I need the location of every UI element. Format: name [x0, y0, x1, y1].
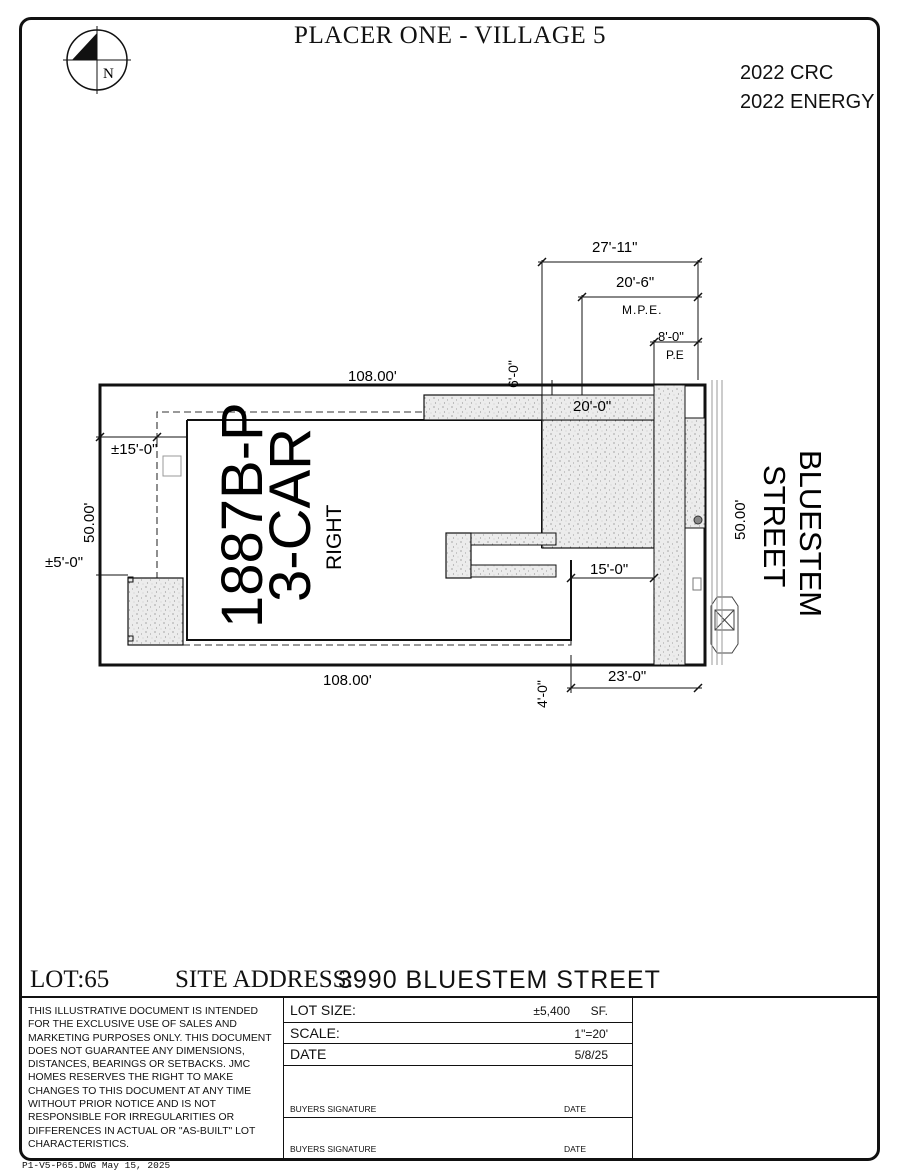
dim-lot-top: 108.00' [348, 368, 397, 385]
page-title: PLACER ONE - VILLAGE 5 [294, 22, 606, 49]
dimension-ticks [95, 257, 703, 693]
setback-line-3 [570, 577, 655, 665]
north-arrow-icon: N [63, 26, 131, 94]
dim-lot-left: 50.00' [81, 502, 98, 543]
dim-5-0: ±5'-0" [45, 554, 83, 571]
ac-pad [162, 455, 182, 477]
date-label: DATE [290, 1046, 327, 1062]
house-wall-bottom [186, 420, 572, 641]
dim-lot-right: 50.00' [732, 499, 749, 540]
title-block: LOT SIZE: ±5,400 SF. SCALE: 1"=20' DATE … [283, 998, 633, 1158]
date-value: 5/8/25 [574, 1048, 608, 1062]
parkway-strip [653, 384, 686, 666]
drawing-file-label: P1-V5-P65.DWG May 15, 2025 [22, 1160, 171, 1171]
orientation-label: RIGHT [323, 505, 346, 571]
buyers-signature-label-1: BUYERS SIGNATURE [290, 1104, 377, 1114]
transformer-icon [710, 596, 739, 654]
dim-15-0-left: ±15'-0" [111, 441, 157, 458]
site-address-label: SITE ADDRESS: [175, 966, 354, 993]
dim-27-11: 27'-11" [592, 239, 637, 256]
dim-8-0: 8'-0" [658, 329, 684, 344]
street-name: BLUESTEM [793, 450, 828, 617]
driveway-apron [541, 394, 655, 421]
meter-box-icon [692, 577, 702, 591]
signature-date-label-2: DATE [564, 1144, 587, 1154]
code-crc: 2022 CRC [740, 62, 834, 84]
code-energy: 2022 ENERGY [740, 91, 875, 113]
setback-line-2 [156, 411, 425, 440]
site-address: 3990 BLUESTEM STREET [338, 966, 661, 994]
dim-23-0: 23'-0" [608, 668, 646, 685]
lot-size-row: LOT SIZE: ±5,400 SF. [284, 998, 632, 1023]
dim-20-0: 20'-0" [573, 398, 611, 415]
scale-value: 1"=20' [574, 1027, 608, 1041]
signature-row-2: BUYERS SIGNATURE DATE [284, 1118, 632, 1158]
scale-label: SCALE: [290, 1025, 340, 1041]
date-row: DATE 5/8/25 [284, 1044, 632, 1066]
scale-row: SCALE: 1"=20' [284, 1023, 632, 1044]
dim-20-6: 20'-6" [616, 274, 654, 291]
street-suffix: STREET [757, 465, 792, 587]
dim-6-0: 6'-0" [505, 360, 521, 388]
plan-name: 1887B-P [210, 402, 275, 628]
dim-lot-bottom: 108.00' [323, 672, 372, 689]
signature-row-1: BUYERS SIGNATURE DATE [284, 1066, 632, 1118]
pe-label: P.E [666, 348, 684, 362]
corner-post-1 [127, 576, 134, 583]
lot-size-label: LOT SIZE: [290, 1002, 356, 1018]
lot-number: LOT:65 [30, 966, 110, 993]
dim-15-0-right: 15'-0" [590, 561, 628, 578]
title-block-rule [22, 996, 877, 998]
garage-label: 3-CAR [258, 428, 323, 602]
corner-post-2 [127, 635, 134, 642]
dim-4-0: 4'-0" [534, 680, 550, 708]
porch [423, 394, 543, 421]
rear-patio [127, 577, 184, 646]
driveway [541, 419, 655, 549]
buyers-signature-label-2: BUYERS SIGNATURE [290, 1144, 377, 1154]
dimension-leaders [96, 260, 702, 693]
drawing-border [19, 17, 880, 1161]
north-label: N [103, 66, 114, 82]
disclaimer-text: THIS ILLUSTRATIVE DOCUMENT IS INTENDED F… [28, 1006, 272, 1150]
sidewalk-segment [684, 417, 706, 529]
lot-size-unit: SF. [590, 1004, 608, 1018]
walkway-upper [470, 532, 557, 546]
lot-size-value: ±5,400 [533, 1004, 570, 1018]
signature-date-label-1: DATE [564, 1104, 587, 1114]
walkway-pad [445, 532, 472, 579]
mpe-label: M.P.E. [622, 303, 662, 317]
site-plan: N BLUESTEM STREET 1887B-P 3-CAR RIGHT [45, 26, 828, 708]
walkway-lower [470, 564, 557, 578]
utility-icon [693, 515, 703, 525]
